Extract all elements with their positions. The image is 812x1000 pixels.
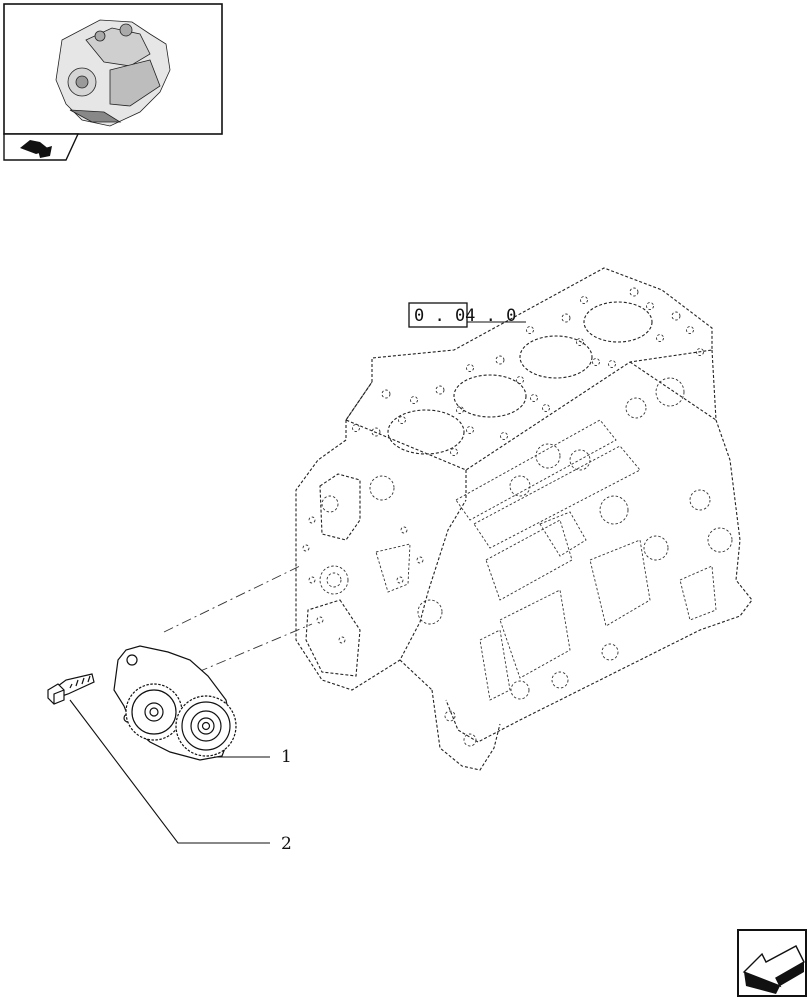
assembly-guide-lines [163, 565, 313, 673]
next-page-arrow-icon[interactable] [737, 929, 807, 997]
callout-label-1: 1 [281, 747, 292, 767]
oil-pump-drive-gear [125, 683, 183, 741]
callout-1[interactable]: 1 [214, 747, 292, 767]
reference-code-text: 0 . 04 . 0 [414, 306, 516, 326]
reference-code-box[interactable]: 0 . 04 . 0 [408, 302, 526, 328]
oil-pump-driven-gear [175, 695, 237, 757]
oil-pump-part[interactable] [113, 645, 237, 761]
engine-block [295, 267, 753, 771]
callout-2[interactable]: 2 [69, 699, 292, 854]
flange-bolt-part[interactable] [47, 673, 95, 705]
callout-label-2: 2 [281, 834, 292, 854]
engine-group-tab-icon[interactable] [3, 133, 80, 161]
engine-thumbnail-icon[interactable] [3, 3, 223, 135]
